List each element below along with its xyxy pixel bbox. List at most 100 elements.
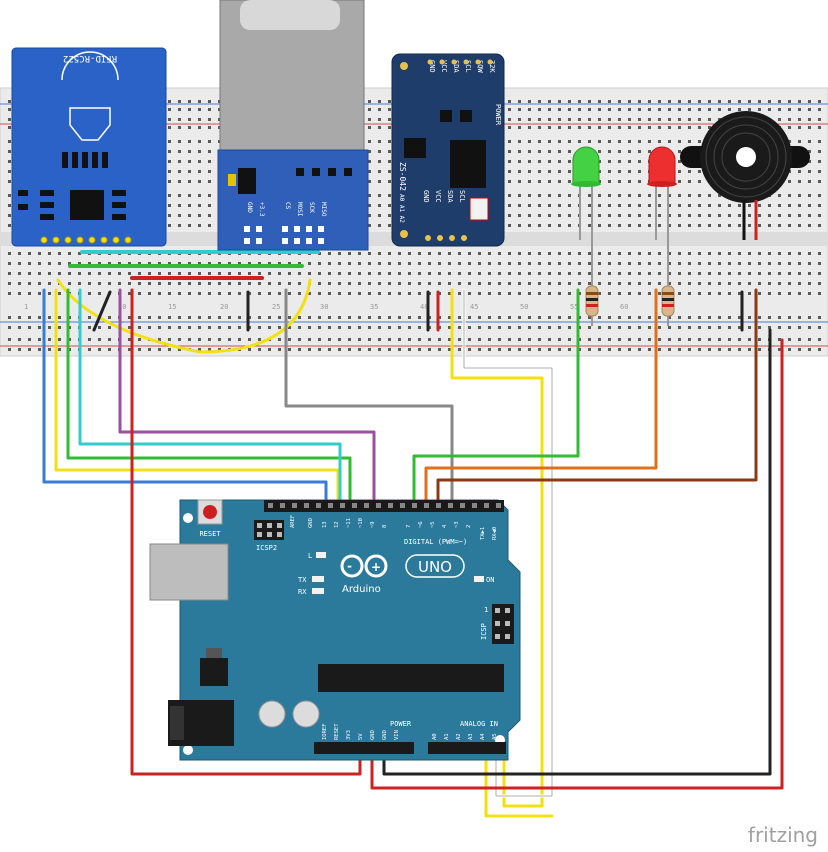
header-pin — [412, 503, 417, 508]
wire-blue — [42, 288, 328, 510]
breadboard-hole — [628, 316, 631, 319]
breadboard-hole — [368, 326, 371, 329]
breadboard-hole — [718, 316, 721, 319]
breadboard-hole — [568, 100, 571, 103]
breadboard-hole — [388, 160, 391, 163]
breadboard-hole — [598, 126, 601, 129]
breadboard-hole — [398, 338, 401, 341]
breadboard-hole — [598, 252, 601, 255]
power-header-label: POWER — [390, 720, 412, 728]
breadboard-hole — [808, 316, 811, 319]
breadboard-hole — [648, 118, 651, 121]
breadboard-hole — [248, 338, 251, 341]
breadboard-hole — [368, 150, 371, 153]
breadboard-hole — [378, 224, 381, 227]
breadboard-hole — [28, 348, 31, 351]
header-pin — [328, 503, 333, 508]
pin-13: 13 — [322, 521, 328, 528]
breadboard-hole — [338, 348, 341, 351]
breadboard-hole — [508, 338, 511, 341]
analog-header-label: ANALOG IN — [460, 720, 498, 728]
breadboard-hole — [728, 100, 731, 103]
header-pin — [496, 503, 501, 508]
breadboard-hole — [78, 262, 81, 265]
rtc-bottom-pins: SCL SDA VCC GND — [422, 190, 466, 203]
breadboard-hole — [178, 194, 181, 197]
sd-pin-labels: GND +3.3 CS MOSI SCK MISO — [246, 202, 327, 217]
breadboard-hole — [638, 140, 641, 143]
wire-brown-buzzer — [436, 288, 758, 510]
breadboard-hole — [338, 316, 341, 319]
analog-header — [428, 742, 506, 754]
breadboard-hole — [708, 316, 711, 319]
breadboard-hole — [548, 160, 551, 163]
breadboard-hole — [628, 292, 631, 295]
breadboard-hole — [328, 348, 331, 351]
breadboard-hole — [478, 282, 481, 285]
breadboard-hole — [198, 170, 201, 173]
breadboard-hole — [78, 282, 81, 285]
breadboard-hole — [768, 292, 771, 295]
breadboard-hole — [328, 272, 331, 275]
breadboard-hole — [278, 338, 281, 341]
breadboard-hole — [298, 262, 301, 265]
breadboard-hole — [348, 348, 351, 351]
breadboard-hole — [208, 140, 211, 143]
rtc-addr-label: A0 A1 A2 — [398, 194, 405, 223]
breadboard-hole — [48, 326, 51, 329]
breadboard-hole — [238, 316, 241, 319]
breadboard-hole — [808, 180, 811, 183]
breadboard-hole — [818, 100, 821, 103]
breadboard-hole — [188, 100, 191, 103]
breadboard-hole — [808, 252, 811, 255]
breadboard-hole — [808, 170, 811, 173]
breadboard-hole — [598, 272, 601, 275]
breadboard-hole — [228, 338, 231, 341]
breadboard-jumpers — [56, 250, 744, 354]
breadboard-hole — [38, 252, 41, 255]
breadboard-hole — [368, 272, 371, 275]
breadboard-hole — [8, 204, 11, 207]
breadboard-hole — [378, 282, 381, 285]
breadboard-hole — [318, 326, 321, 329]
breadboard-hole — [198, 348, 201, 351]
breadboard-hole — [608, 126, 611, 129]
breadboard-hole — [538, 194, 541, 197]
breadboard-hole — [728, 326, 731, 329]
breadboard-hole — [328, 262, 331, 265]
breadboard-hole — [178, 282, 181, 285]
breadboard-hole — [678, 150, 681, 153]
breadboard-hole — [548, 272, 551, 275]
breadboard-hole — [508, 282, 511, 285]
breadboard-hole — [568, 118, 571, 121]
breadboard-hole — [338, 338, 341, 341]
breadboard-hole — [458, 316, 461, 319]
breadboard-hole — [788, 108, 791, 111]
breadboard-hole — [278, 292, 281, 295]
breadboard-hole — [708, 252, 711, 255]
breadboard-hole — [618, 150, 621, 153]
breadboard-hole — [398, 292, 401, 295]
breadboard-hole — [588, 214, 591, 217]
breadboard-hole — [368, 224, 371, 227]
breadboard-hole — [678, 194, 681, 197]
col-num: 50 — [520, 303, 528, 311]
breadboard-hole — [628, 180, 631, 183]
wire-green-led — [412, 288, 580, 510]
breadboard-hole — [208, 282, 211, 285]
breadboard-hole — [528, 204, 531, 207]
breadboard-hole — [798, 214, 801, 217]
breadboard-hole — [798, 326, 801, 329]
breadboard-hole — [688, 262, 691, 265]
breadboard-hole — [648, 326, 651, 329]
pin-tx1: TX▶1 — [480, 527, 486, 540]
breadboard-hole — [728, 262, 731, 265]
breadboard-hole — [638, 194, 641, 197]
breadboard-hole — [748, 252, 751, 255]
breadboard-hole — [748, 100, 751, 103]
breadboard-hole — [698, 194, 701, 197]
breadboard-hole — [568, 262, 571, 265]
breadboard-hole — [698, 252, 701, 255]
breadboard-hole — [758, 316, 761, 319]
